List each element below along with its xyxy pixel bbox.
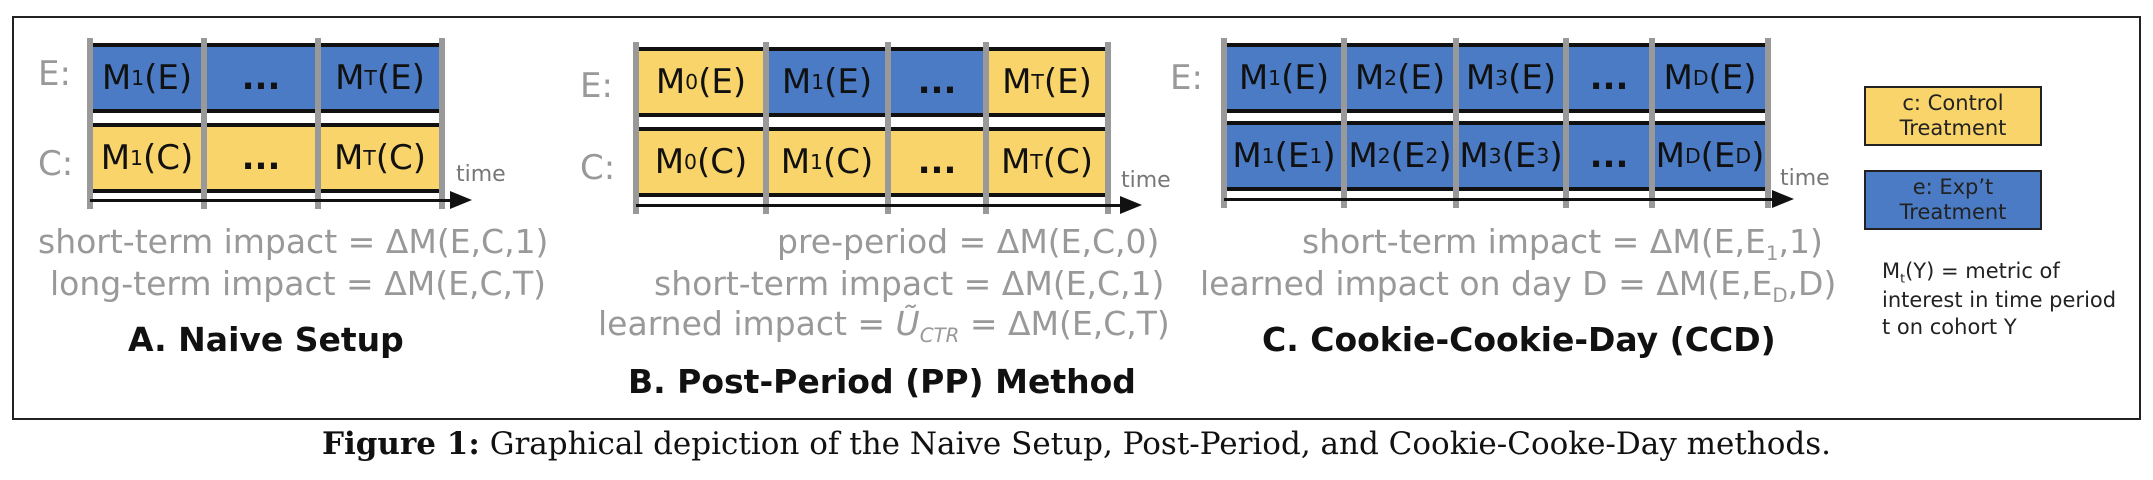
time-divider: [201, 38, 207, 209]
time-divider: [1221, 38, 1227, 208]
time-divider: [1453, 38, 1459, 208]
legend-control-swatch: c: Control Treatment: [1864, 86, 2042, 146]
panel-b-formula-short: short-term impact = ΔM(E,C,1): [654, 264, 1165, 303]
time-divider: [885, 42, 891, 214]
time-divider: [1105, 42, 1111, 214]
time-axis-arrowhead: [1772, 190, 1794, 208]
caption-text: Graphical depiction of the Naive Setup, …: [489, 426, 1832, 462]
panel-a-formula-long: long-term impact = ΔM(E,C,T): [50, 264, 547, 303]
caption-label: Figure 1:: [321, 426, 480, 462]
timeline-cell: ...: [1566, 124, 1652, 188]
legend-metric-note: Mt(Y) = metric of interest in time perio…: [1882, 258, 2122, 341]
note-rest: (Y) = metric of interest in time period …: [1882, 259, 2117, 340]
figure-caption: Figure 1: Graphical depiction of the Nai…: [0, 426, 2153, 462]
timeline-cell: ...: [888, 130, 986, 194]
row-border: [1224, 43, 1768, 47]
time-divider: [439, 38, 445, 209]
row-label-e: E:: [580, 66, 613, 106]
formula-sub: CTR: [919, 323, 960, 347]
row-border: [636, 193, 1108, 197]
panel-b-title: B. Post-Period (PP) Method: [628, 362, 1136, 401]
time-divider: [1563, 38, 1569, 208]
panel-c-formula-learned: learned impact on day D = ΔM(E,ED,D): [1200, 264, 1836, 307]
row-border: [90, 43, 442, 47]
time-divider: [87, 38, 93, 209]
figure-frame: [12, 16, 2141, 420]
note-m: M: [1882, 259, 1901, 283]
time-divider: [1649, 38, 1655, 208]
time-axis: [636, 204, 1120, 207]
row-border: [1224, 109, 1768, 113]
time-divider: [1341, 38, 1347, 208]
row-border: [1224, 121, 1768, 125]
time-divider: [1765, 38, 1771, 208]
row-label-e: E:: [1170, 58, 1203, 98]
panel-a-title: A. Naive Setup: [128, 320, 404, 359]
row-border: [636, 113, 1108, 117]
row-label-c: C:: [38, 144, 74, 184]
timeline-cell: ...: [204, 46, 318, 110]
row-border: [90, 189, 442, 193]
row-label-e: E:: [38, 54, 71, 94]
time-axis: [90, 199, 450, 202]
time-divider: [633, 42, 639, 214]
time-divider: [315, 38, 321, 209]
formula-u: Ũ: [895, 304, 920, 343]
row-label-c: C:: [580, 148, 616, 188]
formula-sub: D: [1772, 283, 1788, 307]
formula-prefix: learned impact on day D = ΔM(E,E: [1200, 264, 1773, 303]
timeline-cell: ...: [1566, 46, 1652, 110]
time-axis-arrowhead: [1120, 196, 1142, 214]
time-label: time: [1121, 168, 1171, 193]
time-label: time: [1780, 166, 1830, 191]
panel-c-title: C. Cookie-Cookie-Day (CCD): [1262, 320, 1776, 359]
timeline-cell: ...: [888, 50, 986, 114]
formula-prefix: learned impact =: [598, 304, 896, 343]
legend-exp-swatch: e: Exp’t Treatment: [1864, 170, 2042, 230]
note-sub: t: [1900, 270, 1906, 286]
formula-suffix: = ΔM(E,C,T): [959, 304, 1170, 343]
panel-b-formula-learned: learned impact = ŨCTR = ΔM(E,C,T): [598, 304, 1170, 347]
panel-c-formula-short: short-term impact = ΔM(E,E1,1): [1302, 222, 1823, 265]
time-divider: [983, 42, 989, 214]
time-divider: [763, 42, 769, 214]
panel-b-formula-pre: pre-period = ΔM(E,C,0): [777, 222, 1160, 261]
formula-prefix: short-term impact = ΔM(E,E: [1302, 222, 1766, 261]
formula-suffix: ,D): [1787, 264, 1837, 303]
row-border: [1224, 187, 1768, 191]
time-axis-arrowhead: [450, 191, 472, 209]
formula-sub: 1: [1765, 241, 1779, 265]
formula-suffix: ,1): [1778, 222, 1823, 261]
timeline-cell: ...: [204, 126, 318, 190]
time-label: time: [456, 162, 506, 187]
panel-a-formula-short: short-term impact = ΔM(E,C,1): [38, 222, 549, 261]
time-axis: [1224, 198, 1772, 201]
row-border: [90, 109, 442, 113]
row-border: [636, 47, 1108, 51]
row-border: [90, 123, 442, 127]
row-border: [636, 127, 1108, 131]
